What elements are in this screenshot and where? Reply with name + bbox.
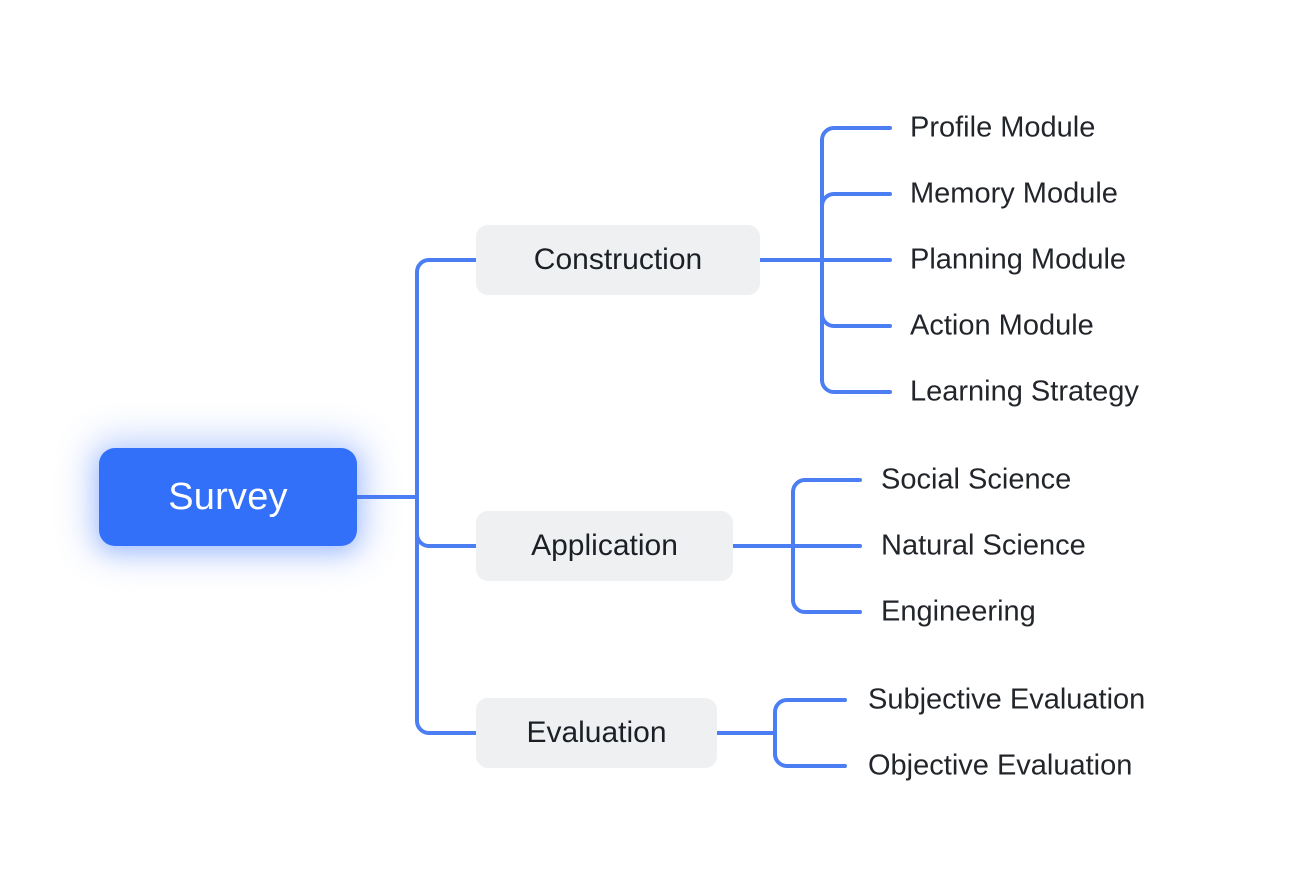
leaf-node-profile-module[interactable]: Profile Module xyxy=(910,111,1096,144)
category-node-label: Application xyxy=(531,529,678,562)
root-node-label: Survey xyxy=(168,475,288,518)
edge-application-leaf-3 xyxy=(791,598,862,614)
edge-trunk-evaluation xyxy=(415,719,478,735)
leaf-node-objective-evaluation[interactable]: Objective Evaluation xyxy=(868,749,1133,782)
category-node-evaluation[interactable]: Evaluation xyxy=(476,698,717,768)
edge-evaluation-leaf-1 xyxy=(773,698,847,714)
leaf-node-social-science[interactable]: Social Science xyxy=(881,463,1072,496)
leaf-node-engineering[interactable]: Engineering xyxy=(881,595,1036,628)
edge-evaluation-leaf-2 xyxy=(773,752,847,768)
category-node-label: Evaluation xyxy=(526,716,667,749)
leaf-node-subjective-evaluation[interactable]: Subjective Evaluation xyxy=(868,683,1146,716)
category-node-construction[interactable]: Construction xyxy=(476,225,760,295)
edge-construction-leaf-5 xyxy=(820,378,892,394)
edge-application-leaf-1 xyxy=(791,478,862,494)
edge-construction-leaf-2 xyxy=(820,192,892,208)
category-node-application[interactable]: Application xyxy=(476,511,733,581)
edge-construction-leaf-4 xyxy=(820,312,892,328)
edge-trunk-application xyxy=(415,532,478,548)
leaf-node-learning-strategy[interactable]: Learning Strategy xyxy=(910,375,1139,408)
leaf-node-planning-module[interactable]: Planning Module xyxy=(910,243,1127,276)
edge-construction-leaf-1 xyxy=(820,126,892,142)
category-node-label: Construction xyxy=(533,243,703,276)
leaf-node-natural-science[interactable]: Natural Science xyxy=(881,529,1086,562)
leaf-node-memory-module[interactable]: Memory Module xyxy=(910,177,1118,210)
root-node-survey[interactable]: Survey xyxy=(99,448,357,546)
edge-trunk-construction xyxy=(415,258,478,274)
leaf-node-action-module[interactable]: Action Module xyxy=(910,309,1094,342)
